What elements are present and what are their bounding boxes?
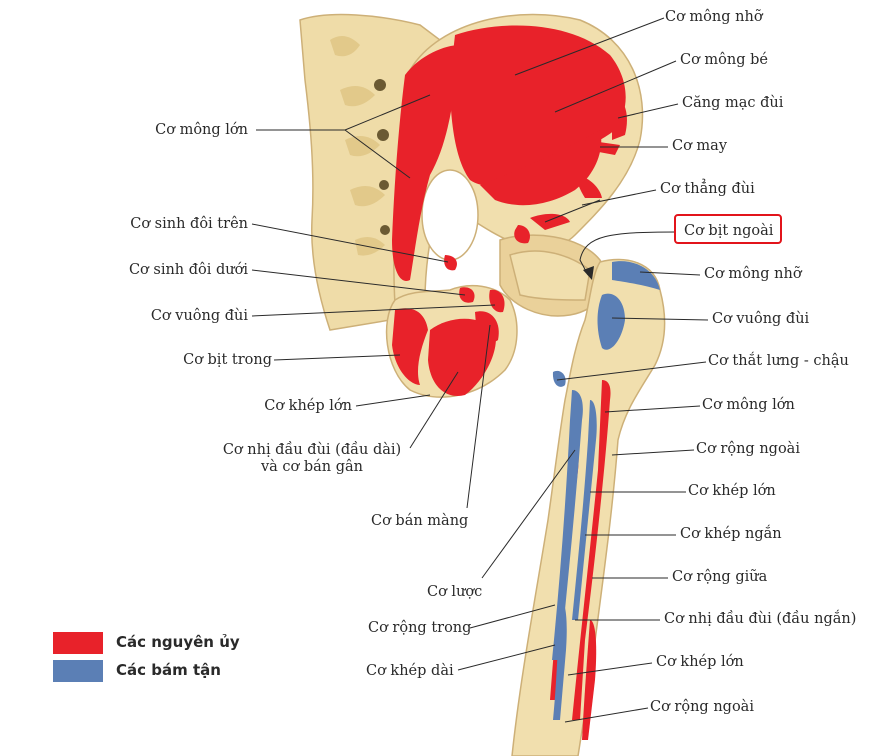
label-co-mong-be: Cơ mông bé [680, 52, 769, 68]
legend-origin-label: Các nguyên ủy [116, 633, 240, 651]
label-co-rong-trong: Cơ rộng trong [368, 620, 472, 636]
arrow-head [583, 266, 594, 280]
label-co-mong-lon-right: Cơ mông lớn [702, 397, 795, 413]
label-co-rong-giua: Cơ rộng giữa [672, 569, 768, 585]
label-co-rong-ngoai: Cơ rộng ngoài [696, 441, 800, 457]
label-co-mong-nho: Cơ mông nhỡ [665, 9, 763, 25]
label-co-that-lung-chau: Cơ thắt lưng - chậu [708, 353, 849, 369]
label-co-luoc: Cơ lược [427, 584, 483, 600]
origin-areas [392, 25, 627, 740]
label-co-rong-ngoai-lower: Cơ rộng ngoài [650, 699, 754, 715]
leader-lines [251, 17, 709, 723]
label-co-khep-lon-left: Cơ khép lớn [264, 398, 352, 414]
label-co-khep-lon-lower: Cơ khép lớn [656, 654, 744, 670]
label-co-nhi-dau-line2: và cơ bán gân [260, 459, 364, 475]
label-co-nhi-dau-line1: Cơ nhị đầu đùi (đầu dài) [222, 442, 402, 458]
label-co-ban-mang: Cơ bán màng [371, 513, 469, 529]
label-co-mong-lon-left: Cơ mông lớn [155, 122, 248, 138]
label-co-khep-ngan: Cơ khép ngắn [680, 526, 782, 542]
label-co-khep-dai: Cơ khép dài [366, 663, 454, 679]
label-co-vuong-dui-right: Cơ vuông đùi [712, 311, 810, 327]
label-co-thang-dui: Cơ thẳng đùi [660, 181, 755, 197]
legend-insertion-label: Các bám tận [116, 661, 221, 679]
label-co-may: Cơ may [672, 138, 728, 154]
label-co-nhi-dau-dai: Cơ nhị đầu đùi (đầu dài) và cơ bán gân [222, 442, 402, 476]
label-co-vuong-dui-left: Cơ vuông đùi [150, 308, 248, 324]
label-co-bit-trong: Cơ bịt trong [183, 352, 272, 368]
legend-insertion-swatch [53, 660, 103, 682]
insertion-areas [552, 261, 660, 720]
highlight-box [674, 214, 782, 244]
label-co-nhi-dau-ngan: Cơ nhị đầu đùi (đầu ngắn) [664, 611, 857, 627]
label-co-mong-nho-insertion: Cơ mông nhỡ [704, 266, 802, 282]
label-co-sinh-doi-duoi: Cơ sinh đôi dưới [128, 262, 248, 278]
label-co-sinh-doi-tren: Cơ sinh đôi trên [130, 216, 248, 232]
legend-origin-swatch [53, 632, 103, 654]
label-co-khep-lon-right: Cơ khép lớn [688, 483, 776, 499]
label-co-bit-ngoai: Cơ bịt ngoài [684, 223, 774, 239]
label-cang-mac-dui: Căng mạc đùi [682, 95, 784, 111]
